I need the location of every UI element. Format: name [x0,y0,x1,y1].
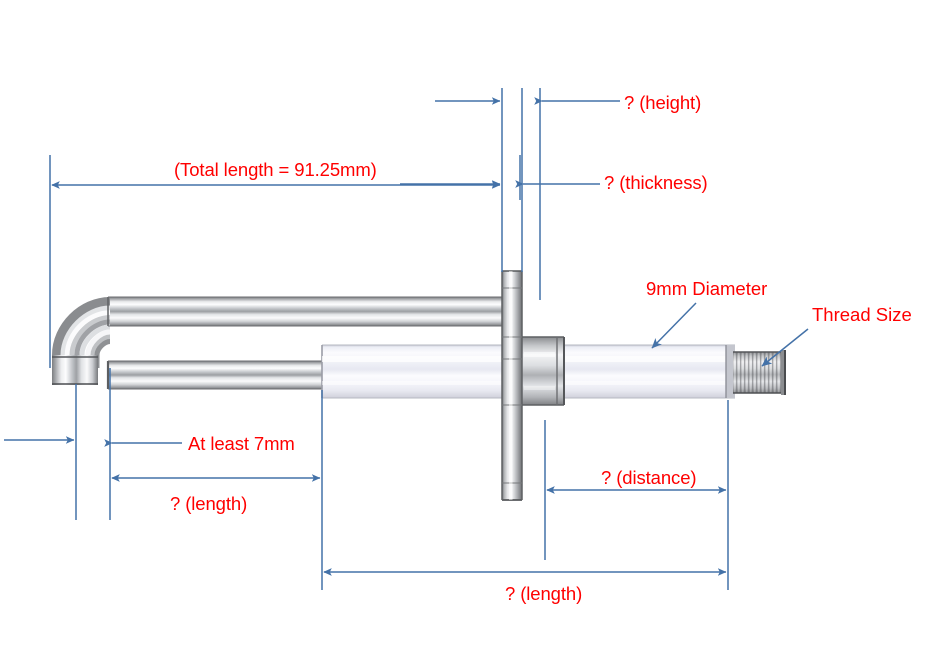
label-length-lower: ? (length) [505,583,583,604]
label-thickness: ? (thickness) [604,172,708,193]
leader-line-thread-size [761,328,809,367]
bent-metal-tube [52,296,508,385]
straight-metal-rod [106,360,338,390]
flange-hub-collar [522,336,565,406]
label-height: ? (height) [624,92,702,113]
label-at-least-7mm: At least 7mm [188,433,295,454]
flange-disc [501,270,523,501]
label-length-upper: ? (length) [170,493,248,514]
label-thread-size: Thread Size [812,304,912,325]
threaded-end-section [733,350,786,395]
label-diameter: 9mm Diameter [646,278,768,299]
label-distance: ? (distance) [601,467,697,488]
leader-line-diameter [651,302,697,349]
label-total-length: (Total length = 91.25mm) [174,159,377,180]
